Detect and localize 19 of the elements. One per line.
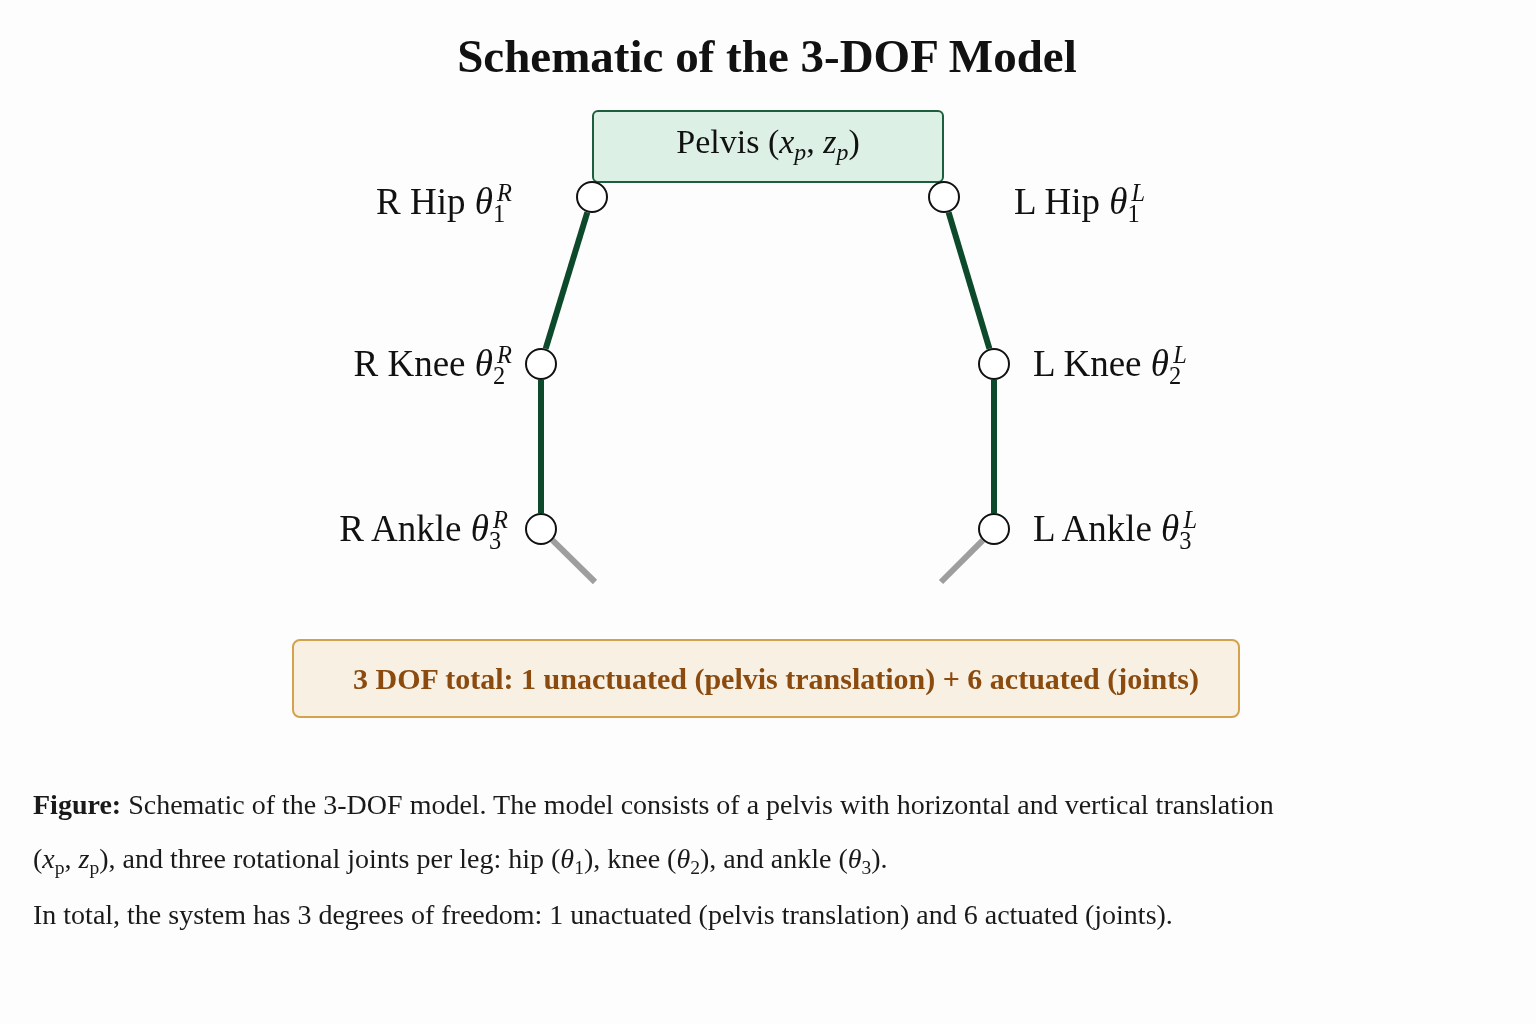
- summary-text: 3 DOF total: 1 unactuated (pelvis translation) + 6 actuated (joints): [352, 660, 1199, 697]
- joint-circle: [576, 181, 608, 213]
- leg-segment: [542, 211, 591, 350]
- foot-line: [550, 538, 598, 585]
- figure-caption: Figure: Schematic of the 3-DOF model. The model consists of a pelvis with horizontal and vertical translation (x$_{p}$, z$_{p}$), and three rotational joints per leg: hip (θ$_{1}$), knee (θ$_{2}$), and ankle (θ$_{3}$).: [33, 788, 1275, 880]
- diagram-title: Schematic of the 3-DOF Model: [457, 29, 1077, 84]
- foot-line: [938, 538, 985, 585]
- leg-segment: [991, 380, 997, 513]
- caption-note: In total, the system has 3 degrees of freedom: 1 unactuated (pelvis translation) and 6 actuated (joints).: [33, 898, 1174, 932]
- pelvis-box: [592, 110, 944, 183]
- joint-circle: [928, 181, 960, 213]
- joint-circle: [525, 348, 557, 380]
- pelvis-label: Pelvis (x$_{p}$, z$_{p}$): [676, 122, 860, 168]
- joint-circle: [978, 513, 1010, 545]
- leg-segment: [538, 380, 544, 513]
- leg-segment: [945, 211, 993, 350]
- joint-circle: [978, 348, 1010, 380]
- joint-circle: [525, 513, 557, 545]
- summary-box: [292, 639, 1240, 718]
